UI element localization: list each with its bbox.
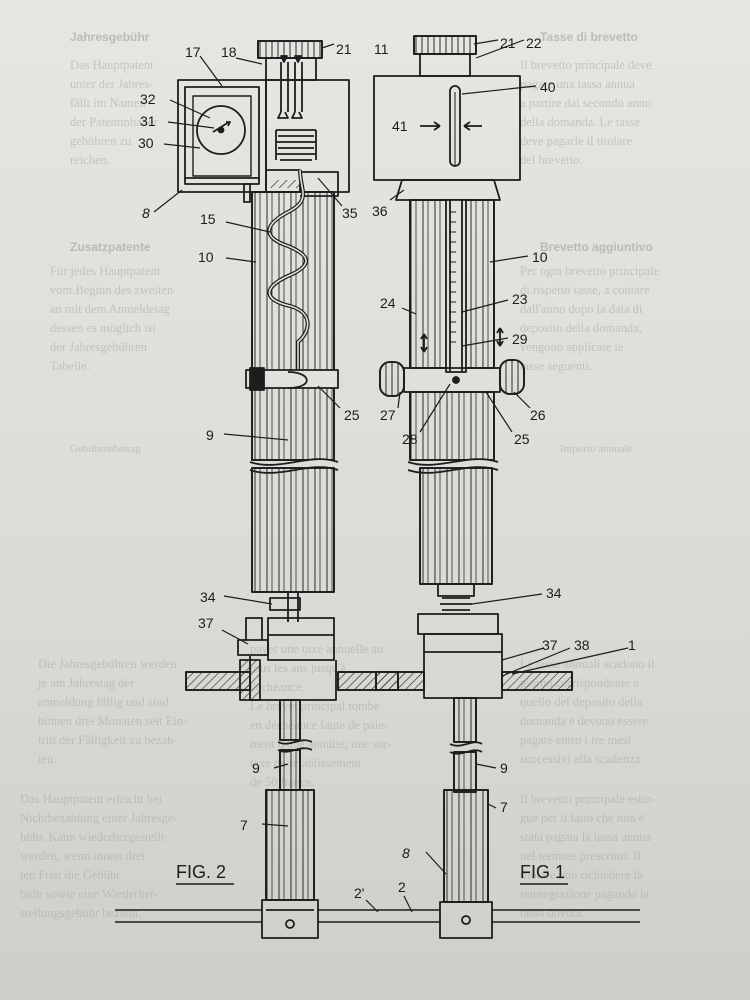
label-26: 26: [530, 407, 546, 423]
label-10-fig1: 10: [532, 249, 548, 265]
label-27: 27: [380, 407, 396, 423]
ghost-heading-left: Jahresgebühr: [70, 30, 150, 44]
label-7-fig1: 7: [500, 799, 508, 815]
figure-1-title: FIG 1: [520, 862, 565, 882]
fig2-labels: 17 18 21 32 31 30 8 35 15 10 25 9 34 37 …: [138, 41, 406, 901]
fig2-drawing: [177, 40, 399, 939]
label-8-fig1: 8: [402, 845, 410, 861]
ghost-text-left-2: Für jedes Hauptpatent vom Beginn des zwe…: [50, 264, 174, 373]
label-17: 17: [185, 44, 201, 60]
label-38: 38: [574, 637, 590, 653]
label-21-fig1: 21: [500, 35, 516, 51]
label-18: 18: [221, 44, 237, 60]
label-10: 10: [198, 249, 214, 265]
label-41: 41: [392, 118, 408, 134]
label-31: 31: [140, 113, 156, 129]
ghost-table-left: Gebührenbetrag: [70, 443, 141, 455]
label-9-lower: 9: [252, 760, 260, 776]
label-37: 37: [198, 615, 214, 631]
fig1-drawing: [373, 35, 573, 939]
label-9-fig1: 9: [500, 760, 508, 776]
label-36: 36: [372, 203, 388, 219]
label-22: 22: [526, 35, 542, 51]
ghost-text-left-3: Die Jahresgebühren werden je am Jahresta…: [38, 657, 188, 766]
label-40: 40: [540, 79, 556, 95]
label-8: 8: [142, 205, 150, 221]
ghost-text-right-1: Il brevetto principale deve pagare una t…: [520, 58, 652, 167]
ghost-text-right-3: Le tasse annuali scadono il giorno corri…: [520, 657, 655, 766]
label-28: 28: [402, 431, 418, 447]
label-37-fig1: 37: [542, 637, 558, 653]
label-35: 35: [342, 205, 358, 221]
fig1-labels: 21 22 11 40 41 36 10 24 23 29 27 26 28 2…: [372, 35, 636, 861]
label-24: 24: [380, 295, 396, 311]
ghost-text-left-4: Das Hauptpatent erlischt bei Nichtbezahl…: [20, 792, 178, 920]
label-15: 15: [200, 211, 216, 227]
label-32: 32: [140, 91, 156, 107]
ghost-heading-right-2: Brevetto aggiuntivo: [540, 240, 653, 254]
label-1: 1: [628, 637, 636, 653]
label-2: 2: [398, 879, 406, 895]
ghost-table-right: Importo annuale: [560, 443, 633, 455]
label-7: 7: [240, 817, 248, 833]
label-9: 9: [206, 427, 214, 443]
label-30: 30: [138, 135, 154, 151]
ground-lines: [115, 909, 640, 923]
label-23: 23: [512, 291, 528, 307]
ghost-heading-left-2: Zusatzpatente: [70, 240, 151, 254]
label-34-fig1: 34: [546, 585, 562, 601]
label-11: 11: [374, 41, 389, 57]
label-25: 25: [344, 407, 360, 423]
ghost-heading-right: Tasse di brevetto: [540, 30, 638, 44]
leader-lines: [153, 39, 629, 913]
label-2-prime: 2': [354, 885, 364, 901]
label-21: 21: [336, 41, 352, 57]
ghost-text-left-1: Das Hauptpatent unter der Jahres- fällt …: [70, 58, 158, 167]
label-34: 34: [200, 589, 216, 605]
label-25-fig1: 25: [514, 431, 530, 447]
ghost-text-right-2: Per ogni brevetto principale di rispetto…: [520, 264, 660, 373]
label-29: 29: [512, 331, 528, 347]
figure-2-title: FIG. 2: [176, 862, 226, 882]
